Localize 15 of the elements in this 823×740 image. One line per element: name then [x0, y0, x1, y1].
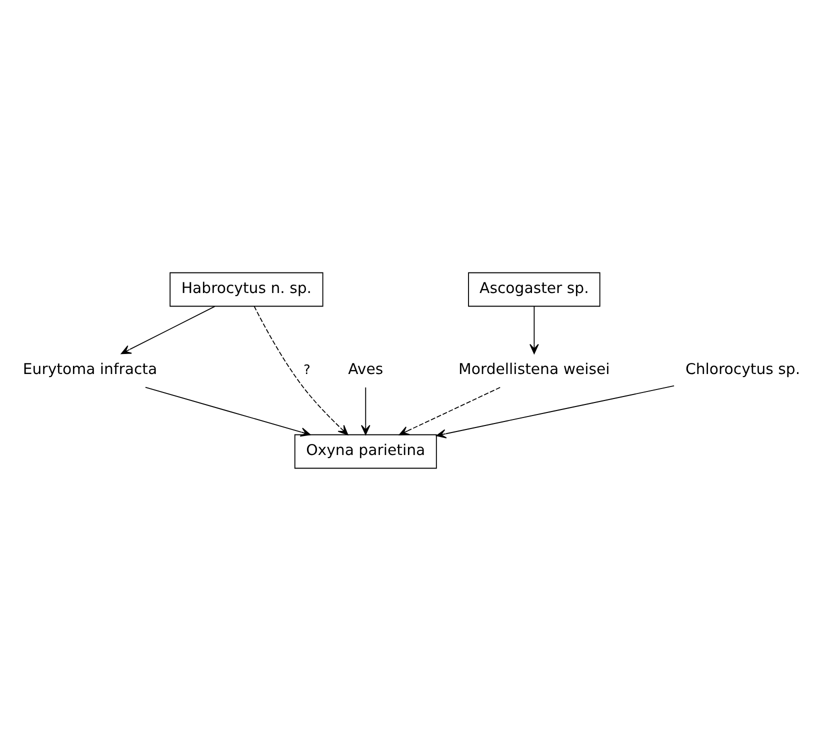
arrow: [254, 305, 348, 435]
node-text: Eurytoma infracta: [22, 360, 158, 378]
node-text: Chlorocytus sp.: [685, 360, 800, 378]
node-box: Oxyna parietina: [294, 434, 437, 468]
node-box: Ascogaster sp.: [468, 272, 600, 306]
node-box: Habrocytus n. sp.: [170, 272, 324, 306]
arrow: [360, 386, 370, 435]
arrow: [120, 305, 216, 354]
arrow: [436, 384, 674, 438]
arrow: [398, 386, 501, 435]
arrow: [144, 386, 311, 436]
node-text: Mordellistena weisei: [458, 360, 610, 378]
node-text: Aves: [348, 360, 384, 378]
edge-label: ?: [304, 362, 310, 378]
arrow: [530, 305, 539, 354]
